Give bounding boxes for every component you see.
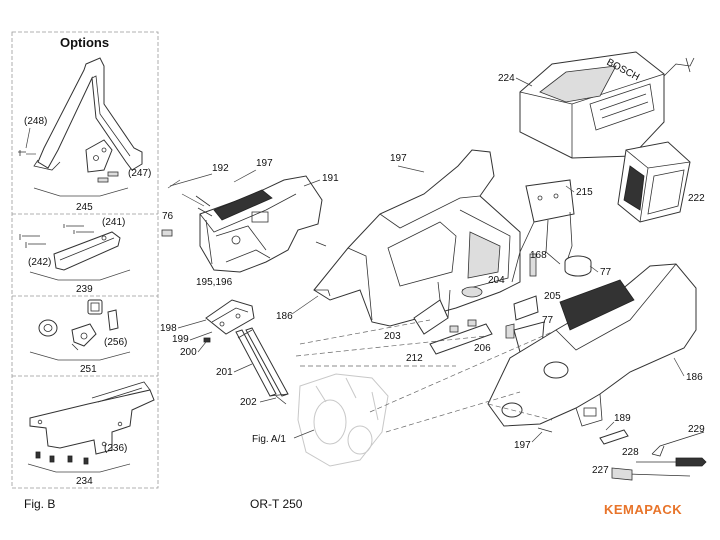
bracket-215-drawing [511,179,575,283]
options-panel: Options (248) (247) 245 [11,31,159,489]
label-256: (256) [104,337,127,348]
label-191: 191 [322,173,339,184]
screws-197-upper [161,179,327,247]
label-248: (248) [24,116,47,127]
label-204: 204 [488,275,505,286]
brand-logo: KEMAPACK [604,502,682,517]
label-206: 206 [474,343,491,354]
label-245: 245 [76,202,93,213]
figure-caption: Fig. B [24,497,55,511]
housing-186-right-drawing [487,263,697,427]
tools-drawing [611,431,707,481]
housing-186-left-drawing [313,149,521,327]
leader-248 [25,127,31,149]
option-245-frame-drawing [18,57,143,197]
label-197-top: 197 [256,158,273,169]
charger-224-drawing: BOSCH [519,51,695,159]
ghost-assembly-drawing [297,373,389,467]
strip-189-drawing [537,427,629,445]
label-192: 192 [212,163,229,174]
label-fig-a1: Fig. A/1 [252,434,286,445]
options-panel-border [11,31,159,489]
leader-224 [515,77,533,87]
options-title: Options [60,35,109,50]
label-215: 215 [576,187,593,198]
label-77-inner: 77 [542,315,554,326]
pcb-203-212-drawing [413,281,493,355]
label-242: (242) [28,257,51,268]
label-239: 239 [76,284,93,295]
label-199: 199 [172,334,189,345]
battery-222-drawing [617,141,691,223]
label-197-mid: 197 [390,153,407,164]
label-234: 234 [76,476,93,487]
label-241: (241) [102,217,125,228]
label-77-cap: 77 [600,267,612,278]
label-76: 76 [162,211,174,222]
terminal-198-200-drawing [203,299,255,343]
label-186-left: 186 [276,311,293,322]
cap-77-drawing [564,255,592,277]
label-198: 198 [160,323,177,334]
label-251: 251 [80,364,97,375]
model-caption: OR-T 250 [250,497,303,511]
label-189: 189 [614,413,631,424]
label-195-196: 195,196 [196,277,233,288]
label-236: (236) [104,443,127,454]
option-234-plate-drawing [27,381,155,473]
cover-191-drawing [199,175,323,273]
option-251-clips-drawing [29,299,131,361]
label-229: 229 [688,424,705,435]
label-227: 227 [592,465,609,476]
label-212: 212 [406,353,423,364]
label-228: 228 [622,447,639,458]
label-205: 205 [544,291,561,302]
label-202: 202 [240,397,257,408]
label-186-right: 186 [686,372,703,383]
label-203: 203 [384,331,401,342]
cables-201-202-drawing [235,327,289,405]
label-224: 224 [498,73,515,84]
label-201: 201 [216,367,233,378]
option-239-handle-drawing [19,224,131,281]
label-168: 168 [530,250,547,261]
label-222: 222 [688,193,705,204]
assembly-dashed-lines [295,319,553,433]
label-197-bottom: 197 [514,440,531,451]
label-200: 200 [180,347,197,358]
label-247: (247) [128,168,151,179]
